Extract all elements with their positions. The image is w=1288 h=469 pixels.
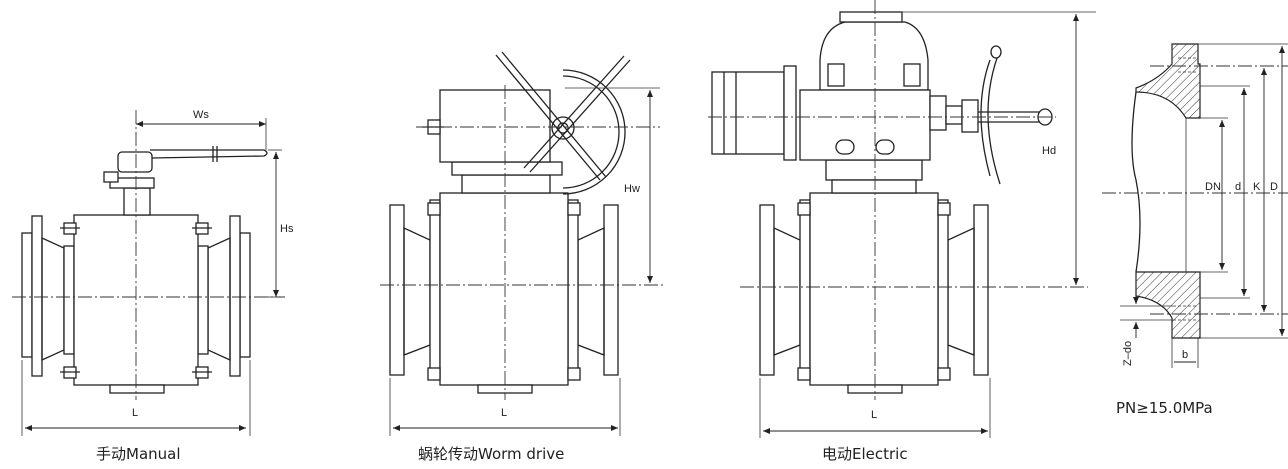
flange-zdo-label: Z–do: [1122, 341, 1134, 366]
dim-l-label-worm: L: [501, 407, 507, 419]
dim-hw-label: Hw: [624, 183, 640, 195]
flange-b-label: b: [1182, 349, 1188, 361]
caption-worm: 蜗轮传动Worm drive: [418, 445, 564, 463]
dim-l-label-electric: L: [871, 409, 877, 421]
worm-drive-figure: Hw L 蜗轮传动Worm drive: [380, 51, 665, 463]
flange-dn-label: DN: [1205, 181, 1221, 193]
flange-d-label: D: [1270, 181, 1278, 193]
dim-ws-label: Ws: [193, 109, 209, 121]
dim-hd-label: Hd: [1042, 145, 1056, 157]
electric-figure: Hd L 电动Electric: [708, 0, 1096, 463]
dim-l-label-manual: L: [132, 407, 138, 419]
caption-manual: 手动Manual: [96, 445, 181, 463]
caption-flange-pressure: PN≥15.0MPa: [1116, 399, 1213, 417]
flange-detail-figure: DN d K D b Z–do PN≥15.0MPa: [1102, 43, 1288, 417]
flange-d-small-label: d: [1235, 181, 1241, 193]
caption-electric: 电动Electric: [822, 445, 908, 463]
flange-k-label: K: [1253, 181, 1261, 193]
dim-hs-label: Hs: [280, 223, 294, 235]
manual-valve-figure: Ws Hs L 手动Manual: [12, 109, 294, 463]
